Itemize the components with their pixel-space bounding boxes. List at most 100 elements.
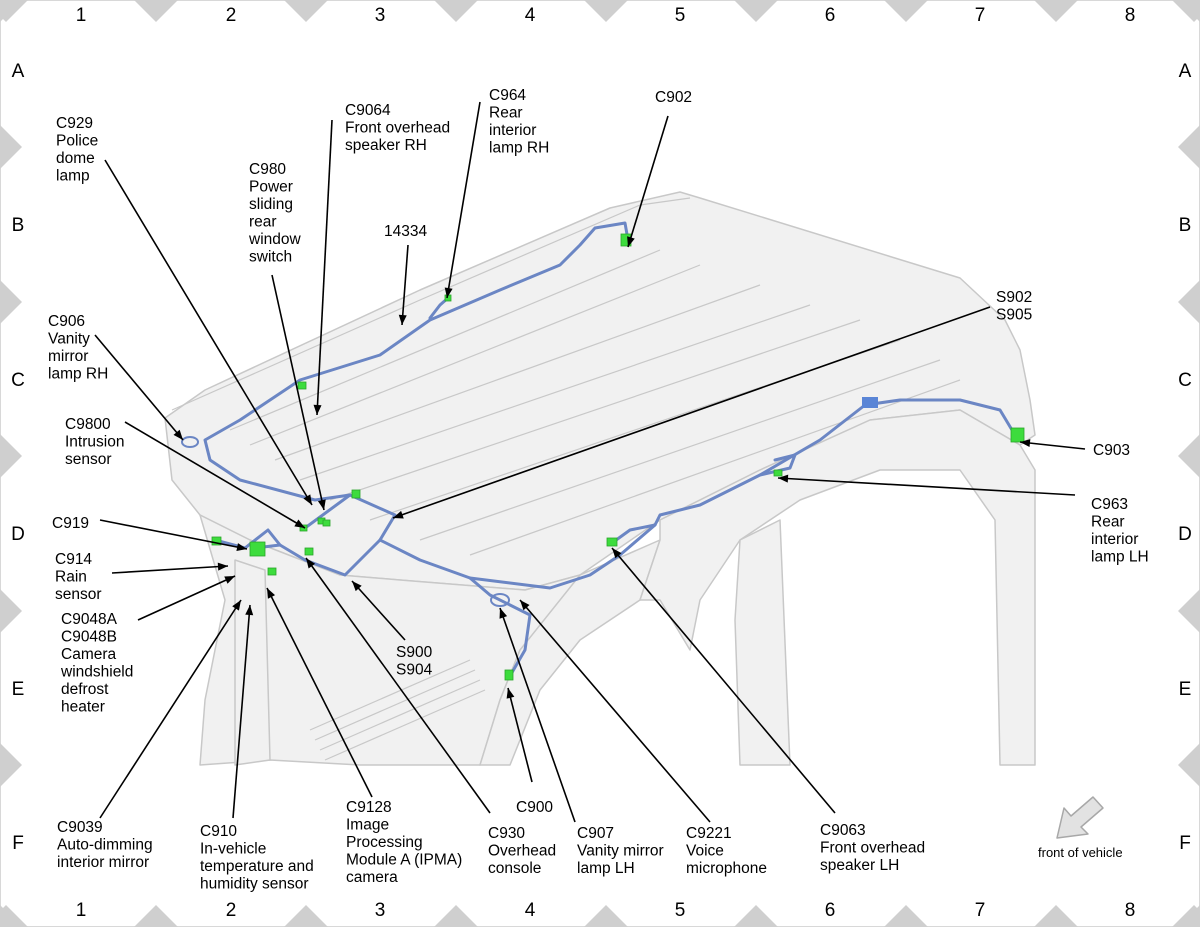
label-line: heater [61,699,105,716]
leader-c929 [104,159,313,506]
grid-divider-top [584,0,628,22]
connector-c9039 [211,536,222,546]
label-line: S904 [396,662,433,679]
label-line: C964 [489,87,526,104]
row-label-right: F [1179,833,1191,854]
grid-divider-right [1178,743,1200,787]
leader-c910-arrowhead [245,605,254,616]
col-label-bottom: 4 [525,900,536,921]
row-label-left: C [11,370,25,391]
col-label-bottom: 5 [675,900,686,921]
label-line: speaker LH [820,857,899,874]
grid-divider-top [434,0,478,22]
label-c902: C902 [655,89,692,106]
label-line: Front overhead [345,120,450,137]
label-line: C902 [655,89,692,106]
label-line: sensor [65,451,112,468]
label-line: Intrusion [65,434,124,451]
row-label-left: D [11,524,25,545]
callout-leaders [94,101,1086,823]
harness-visor-branch [468,576,532,678]
connector-c9063 [606,537,618,547]
leader-c9064-arrowhead [313,404,322,415]
label-line: Rear [489,105,523,122]
leader-c907 [499,607,576,823]
col-label-top: 4 [525,5,536,26]
label-line: Vanity [48,331,90,348]
label-line: Front overhead [820,840,925,857]
label-line: Police [56,133,98,150]
connectors [181,233,1025,681]
label-line: windshield [60,664,133,681]
label-line: defrost [61,681,109,698]
connector-c9128 [267,567,277,576]
grid-divider-left [0,125,22,169]
connector-s902 [351,489,361,499]
col-label-top: 6 [825,5,836,26]
label-s902: S902 S905 [996,289,1037,324]
grid-divider-bottom [284,905,328,932]
grid-divider-right [1178,589,1200,633]
label-line: console [488,860,541,877]
left-a-pillar [234,559,271,766]
label-line: lamp [56,168,90,185]
leader-c980 [271,274,325,511]
label-line: Rain [55,569,87,586]
grid-divider-left [0,743,22,787]
label-c930: C930 Overhead console [488,825,560,877]
label-line: Vanity mirror [577,843,664,860]
leader-c9800-arrowhead [294,519,305,528]
row-label-left: B [12,215,25,236]
grid-divider-top [734,0,778,22]
grid-divider-right [1178,280,1200,324]
leader-c9039-arrowhead [232,600,241,611]
row-label-right: E [1179,679,1192,700]
leader-c964-arrowhead [444,287,453,298]
col-label-bottom: 3 [375,900,386,921]
label-c9128: C9128 Image Processing Module A (IPMA) c… [346,799,467,886]
label-14334: 14334 [384,223,427,240]
label-line: 14334 [384,223,427,240]
front-of-vehicle-indicator: front of vehicle [1038,796,1123,860]
label-line: lamp LH [1091,549,1149,566]
leader-c9063 [611,547,836,814]
label-line: sliding [249,196,293,213]
leader-s900 [351,580,406,641]
label-line: humidity sensor [200,876,309,893]
leader-c9048-arrowhead [224,576,235,584]
label-s900: S900 S904 [396,644,437,679]
label-line: Power [249,179,293,196]
row-label-right: C [1178,370,1192,391]
roof-panel [164,191,1036,591]
front-of-vehicle-label: front of vehicle [1038,845,1123,860]
label-line: C9221 [686,825,732,842]
grid-labels: 1 2 3 4 5 6 7 8 1 2 3 4 5 6 7 8 A B C D … [11,5,1192,921]
leader-c963-arrowhead [778,474,789,483]
label-line: lamp RH [48,366,108,383]
label-line: C910 [200,823,237,840]
leader-c903 [1019,441,1086,450]
label-line: interior mirror [57,854,149,871]
leader-c929-arrowhead [303,494,312,505]
col-label-top: 7 [975,5,986,26]
dash-vents [309,659,486,761]
grid-divider-right [1178,434,1200,478]
leader-c907-arrowhead [499,608,508,619]
rear-door-frame [639,409,1036,766]
grid-divider-right [1178,905,1200,932]
leader-s902 [392,306,991,519]
connector-c900 [504,669,514,681]
row-label-right: D [1178,524,1192,545]
row-label-left: A [12,61,25,82]
label-c9039: C9039 Auto-dimming interior mirror [57,819,157,871]
label-c9048: C9048A C9048B Camera windshield defrost … [60,611,138,716]
leader-c903-arrowhead [1020,439,1031,448]
leader-c906-arrowhead [173,429,183,440]
label-line: Camera [61,646,117,663]
label-line: switch [249,249,292,266]
connector-c980 [322,519,331,527]
leader-c9048 [137,575,236,621]
label-line: lamp RH [489,140,549,157]
